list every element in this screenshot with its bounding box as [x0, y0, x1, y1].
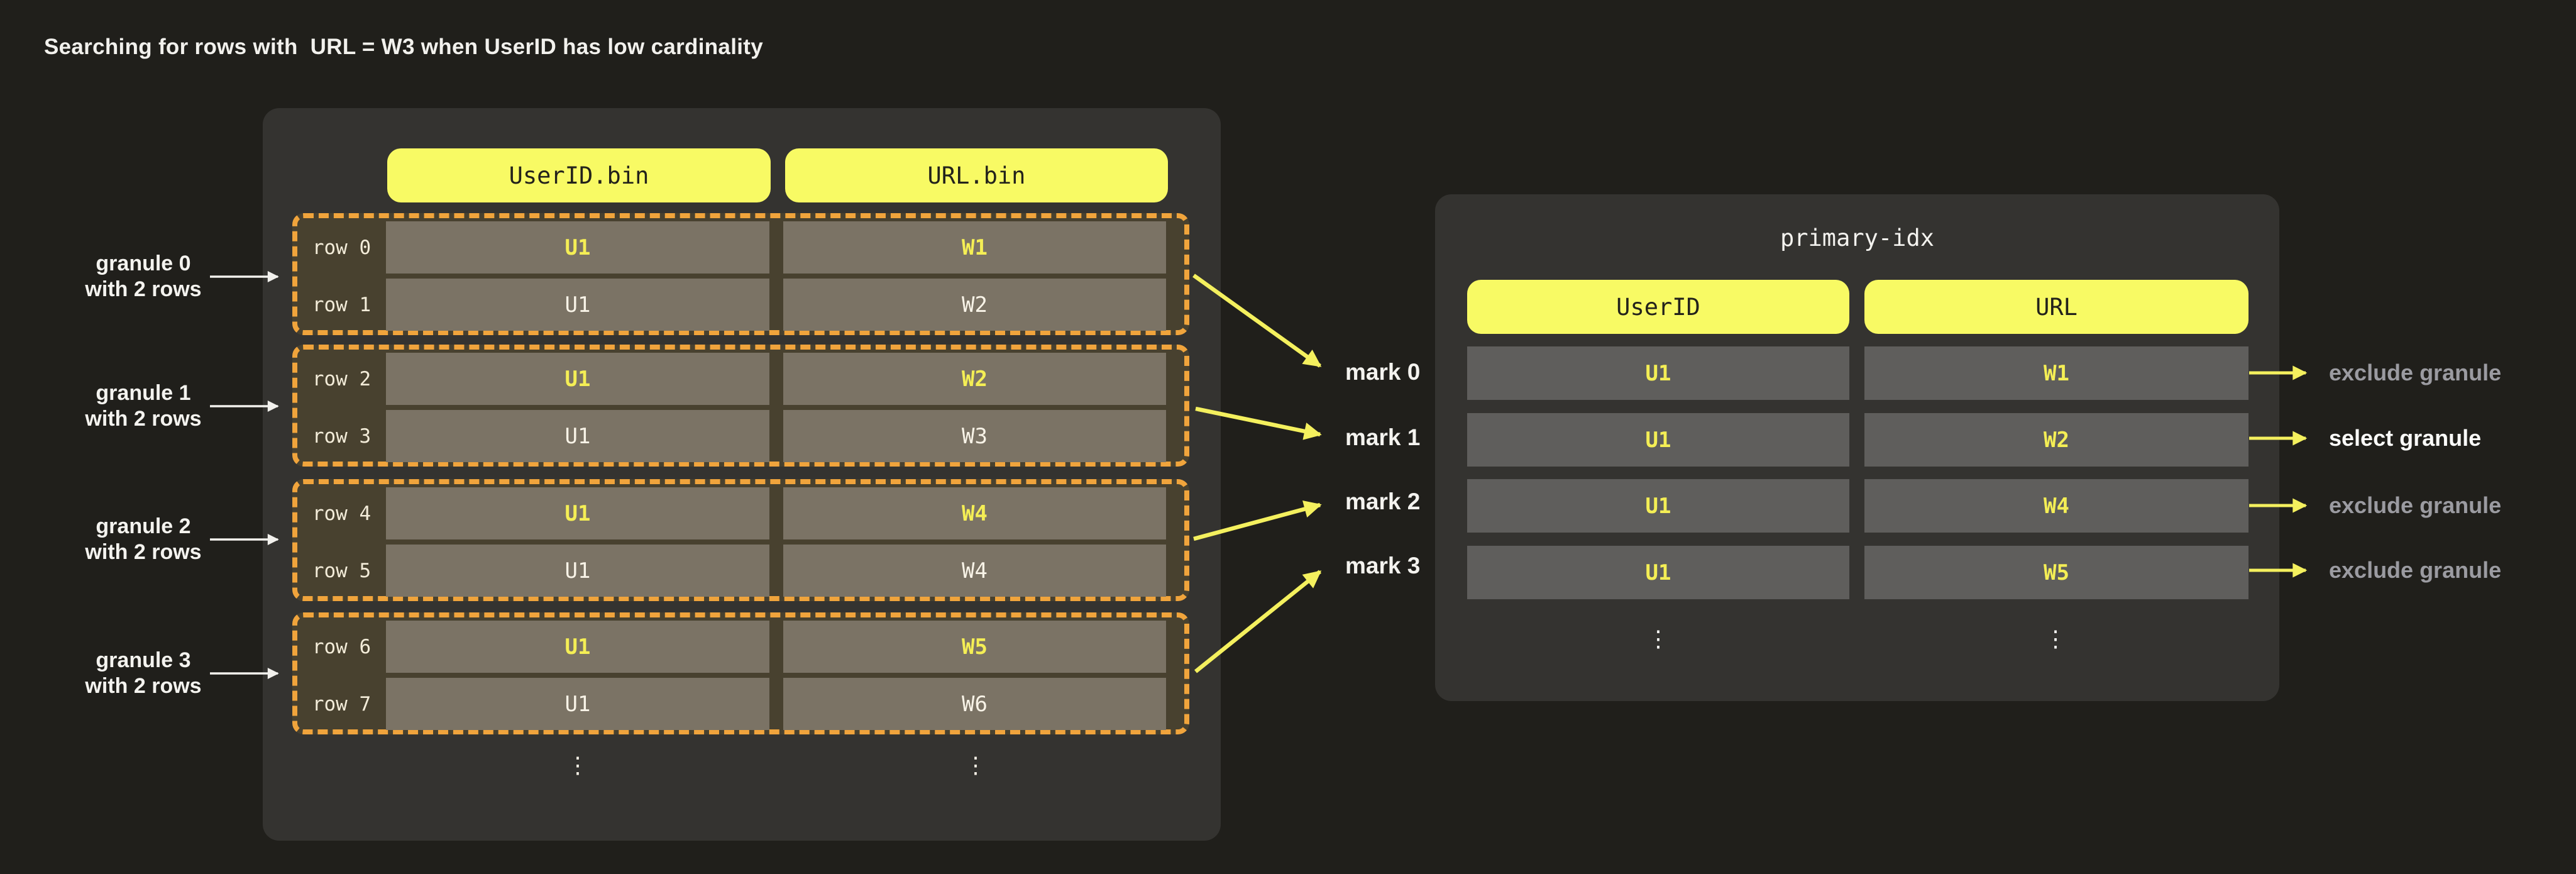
granule-label-3: granule 3 with 2 rows	[62, 648, 225, 699]
row-label-7: row 7	[312, 692, 372, 716]
mark-label-2: mark 2	[1345, 489, 1421, 514]
mark-label-1: mark 1	[1345, 424, 1421, 450]
cell-row3-userid: U1	[386, 410, 769, 462]
granule-label-2-line1: granule 2	[96, 514, 191, 538]
index-row-1: U1 W2	[1435, 413, 2279, 467]
action-label-0: exclude granule	[2329, 360, 2502, 385]
granule-box-2: row 4 U1 W4 row 5 U1 W4	[292, 479, 1189, 601]
granule-label-2: granule 2 with 2 rows	[62, 514, 225, 565]
granule-box-0: row 0 U1 W1 row 1 U1 W2	[292, 213, 1189, 335]
column-header-userid-bin: UserID.bin	[387, 148, 771, 202]
idx-cell-mark0-url: W1	[1864, 346, 2248, 400]
granule-label-1-line2: with 2 rows	[85, 407, 202, 431]
granule-label-0: granule 0 with 2 rows	[62, 251, 225, 302]
table-row-1: row 1 U1 W2	[297, 279, 1184, 331]
granule-label-3-line1: granule 3	[96, 648, 191, 672]
table-row-4: row 4 U1 W4	[297, 487, 1184, 539]
table-row-5: row 5 U1 W4	[297, 545, 1184, 597]
index-row-2: U1 W4	[1435, 479, 2279, 533]
idx-cell-mark3-url: W5	[1864, 546, 2248, 599]
cell-row6-userid: U1	[386, 621, 769, 673]
granule-box-1: row 2 U1 W2 row 3 U1 W3	[292, 345, 1189, 467]
table-row-3: row 3 U1 W3	[297, 410, 1184, 462]
granule-label-0-line2: with 2 rows	[85, 277, 202, 301]
idx-cell-mark1-userid: U1	[1467, 413, 1849, 467]
primary-idx-panel: primary-idx UserID URL U1 W1 U1 W2 U1 W4…	[1435, 194, 2279, 701]
action-label-1: select granule	[2329, 425, 2482, 451]
cell-row6-url: W5	[783, 621, 1166, 673]
cell-row5-userid: U1	[386, 545, 769, 597]
url-bin-ellipsis: ⋮	[964, 753, 987, 778]
cell-row4-userid: U1	[386, 487, 769, 539]
index-row-3: U1 W5	[1435, 546, 2279, 599]
bin-table-panel: UserID.bin URL.bin row 0 U1 W1 row 1 U1 …	[263, 108, 1221, 841]
column-header-url: URL	[1864, 280, 2248, 334]
row-label-5: row 5	[312, 559, 372, 582]
mark-label-0: mark 0	[1345, 359, 1421, 385]
row-label-3: row 3	[312, 424, 372, 448]
cell-row3-url: W3	[783, 410, 1166, 462]
primary-idx-title: primary-idx	[1780, 224, 1935, 252]
cell-row0-userid: U1	[386, 221, 769, 274]
cell-row7-userid: U1	[386, 678, 769, 730]
granule-box-3: row 6 U1 W5 row 7 U1 W6	[292, 612, 1189, 734]
idx-url-ellipsis: ⋮	[2044, 626, 2067, 652]
cell-row1-userid: U1	[386, 279, 769, 331]
idx-cell-mark0-userid: U1	[1467, 346, 1849, 400]
table-row-0: row 0 U1 W1	[297, 221, 1184, 274]
table-row-7: row 7 U1 W6	[297, 678, 1184, 730]
cell-row5-url: W4	[783, 545, 1166, 597]
row-label-1: row 1	[312, 293, 372, 316]
idx-cell-mark1-url: W2	[1864, 413, 2248, 467]
userid-bin-ellipsis: ⋮	[566, 753, 589, 778]
row-label-4: row 4	[312, 502, 372, 525]
index-row-0: U1 W1	[1435, 346, 2279, 400]
granule-label-1: granule 1 with 2 rows	[62, 380, 225, 432]
granule-label-0-line1: granule 0	[96, 252, 191, 275]
row-label-6: row 6	[312, 635, 372, 658]
table-row-6: row 6 U1 W5	[297, 621, 1184, 673]
action-label-2: exclude granule	[2329, 492, 2502, 518]
cell-row2-userid: U1	[386, 353, 769, 405]
granule-label-3-line2: with 2 rows	[85, 674, 202, 698]
row-label-2: row 2	[312, 367, 372, 390]
cell-row4-url: W4	[783, 487, 1166, 539]
idx-cell-mark2-userid: U1	[1467, 479, 1849, 533]
column-header-url-bin: URL.bin	[785, 148, 1168, 202]
idx-userid-ellipsis: ⋮	[1647, 626, 1670, 652]
granule-label-1-line1: granule 1	[96, 381, 191, 405]
action-label-3: exclude granule	[2329, 557, 2502, 583]
cell-row7-url: W6	[783, 678, 1166, 730]
row-label-0: row 0	[312, 236, 372, 259]
table-row-2: row 2 U1 W2	[297, 353, 1184, 405]
cell-row2-url: W2	[783, 353, 1166, 405]
idx-cell-mark3-userid: U1	[1467, 546, 1849, 599]
cell-row0-url: W1	[783, 221, 1166, 274]
idx-cell-mark2-url: W4	[1864, 479, 2248, 533]
mark-label-3: mark 3	[1345, 553, 1421, 578]
cell-row1-url: W2	[783, 279, 1166, 331]
diagram-title: Searching for rows with URL = W3 when Us…	[44, 35, 763, 59]
granule-label-2-line2: with 2 rows	[85, 540, 202, 564]
column-header-userid: UserID	[1467, 280, 1849, 334]
